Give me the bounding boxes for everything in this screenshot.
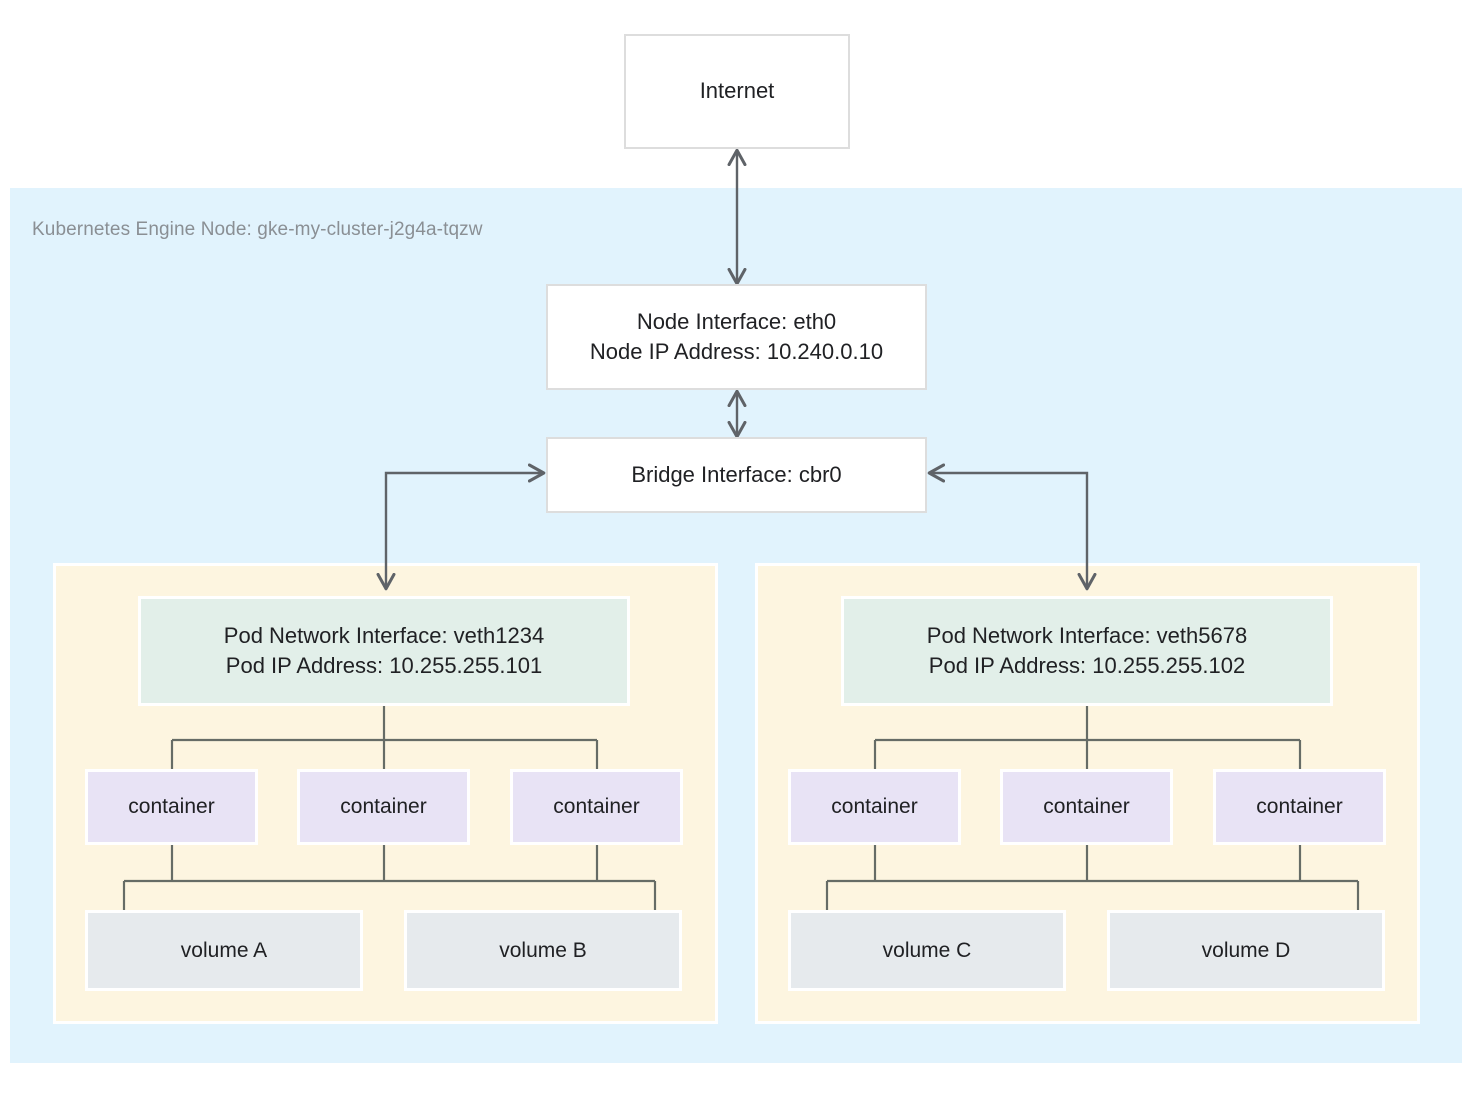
node-ip-address: Node IP Address: 10.240.0.10	[589, 339, 884, 364]
volume-label: volume A	[180, 938, 268, 962]
container-label: container	[831, 795, 918, 818]
pod-2-container-3: container	[1213, 769, 1386, 845]
pod-1-ip-address: Pod IP Address: 10.255.255.101	[225, 653, 543, 678]
pod-1-interface-name: Pod Network Interface: veth1234	[223, 622, 545, 648]
volume-label: volume D	[1201, 938, 1291, 962]
container-label: container	[128, 795, 215, 818]
pod-2-container-2: container	[1000, 769, 1173, 845]
pod-2-network-interface-box: Pod Network Interface: veth5678 Pod IP A…	[841, 596, 1333, 706]
volume-label: volume B	[499, 938, 587, 962]
node-interface-name: Node Interface: eth0	[636, 308, 837, 334]
volume-label: volume C	[882, 938, 972, 962]
pod-2-interface-name: Pod Network Interface: veth5678	[926, 622, 1248, 648]
bridge-interface-label: Bridge Interface: cbr0	[631, 461, 842, 487]
container-label: container	[553, 795, 640, 818]
kubernetes-node-label: Kubernetes Engine Node: gke-my-cluster-j…	[32, 219, 483, 240]
node-interface-box: Node Interface: eth0 Node IP Address: 10…	[546, 284, 927, 390]
pod-2-volume-c: volume C	[788, 910, 1066, 991]
pod-1-container-1: container	[85, 769, 258, 845]
pod-1-network-interface-box: Pod Network Interface: veth1234 Pod IP A…	[138, 596, 630, 706]
container-label: container	[1043, 795, 1130, 818]
pod-1-volume-b: volume B	[404, 910, 682, 991]
internet-box: Internet	[624, 34, 850, 149]
container-label: container	[1256, 795, 1343, 818]
pod-2-volume-d: volume D	[1107, 910, 1385, 991]
bridge-interface-box: Bridge Interface: cbr0	[546, 437, 927, 513]
container-label: container	[340, 795, 427, 818]
pod-1-container-2: container	[297, 769, 470, 845]
pod-1-volume-a: volume A	[85, 910, 363, 991]
pod-2-container-1: container	[788, 769, 961, 845]
pod-1-container-3: container	[510, 769, 683, 845]
pod-2-ip-address: Pod IP Address: 10.255.255.102	[928, 653, 1246, 678]
internet-label: Internet	[699, 78, 775, 104]
